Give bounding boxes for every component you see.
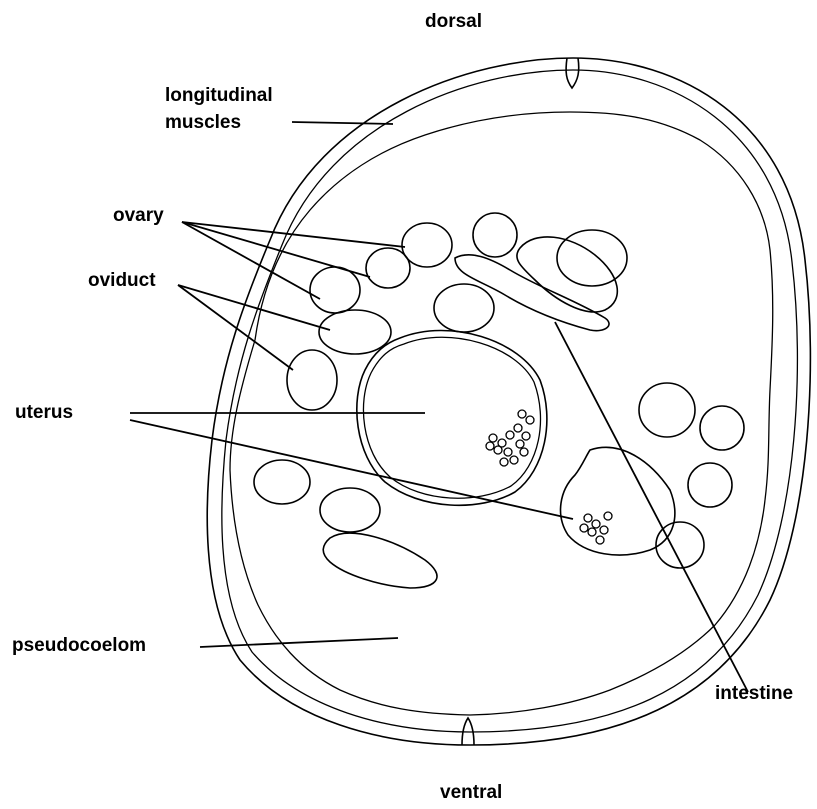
ovary-section bbox=[366, 248, 410, 288]
circle bbox=[254, 460, 310, 504]
pointer-ovary-1 bbox=[182, 222, 405, 247]
cuticle-inner bbox=[222, 70, 798, 732]
circle bbox=[557, 230, 627, 286]
ovary-section bbox=[434, 284, 494, 332]
pointer-oviduct-2 bbox=[178, 285, 293, 370]
oviduct-section bbox=[287, 350, 337, 410]
circle bbox=[688, 463, 732, 507]
label-uterus: uterus bbox=[15, 402, 73, 424]
circle bbox=[320, 488, 380, 532]
pointer-intestine bbox=[555, 322, 748, 692]
egg-cluster-small bbox=[580, 512, 612, 544]
pointer-lines bbox=[130, 122, 748, 692]
muscle-layer-upper bbox=[255, 112, 773, 500]
ovary-section bbox=[402, 223, 452, 267]
pointer-ovary-2 bbox=[182, 222, 370, 277]
pointer-longitudinal-muscles bbox=[292, 122, 393, 124]
uterus-small bbox=[561, 447, 675, 555]
uterus-large-inner bbox=[363, 337, 540, 498]
dorsal-cord bbox=[566, 58, 579, 88]
label-pseudocoelom: pseudocoelom bbox=[12, 635, 146, 657]
label-oviduct: oviduct bbox=[88, 270, 156, 292]
label-dorsal: dorsal bbox=[425, 11, 482, 33]
oviduct-section bbox=[319, 310, 391, 354]
label-intestine: intestine bbox=[715, 683, 793, 705]
ovary-section bbox=[473, 213, 517, 257]
circle bbox=[639, 383, 695, 437]
label-muscles: muscles bbox=[165, 112, 241, 134]
ovary-section bbox=[310, 267, 360, 313]
lateral-cord-right bbox=[517, 237, 617, 312]
egg-cluster-large bbox=[486, 410, 534, 466]
lateral-cord-left bbox=[323, 533, 437, 588]
muscle-layer-lower bbox=[230, 340, 765, 715]
label-ovary: ovary bbox=[113, 205, 164, 227]
circle bbox=[700, 406, 744, 450]
intestine bbox=[455, 255, 609, 331]
label-ventral: ventral bbox=[440, 782, 502, 804]
label-longitudinal: longitudinal bbox=[165, 85, 273, 107]
